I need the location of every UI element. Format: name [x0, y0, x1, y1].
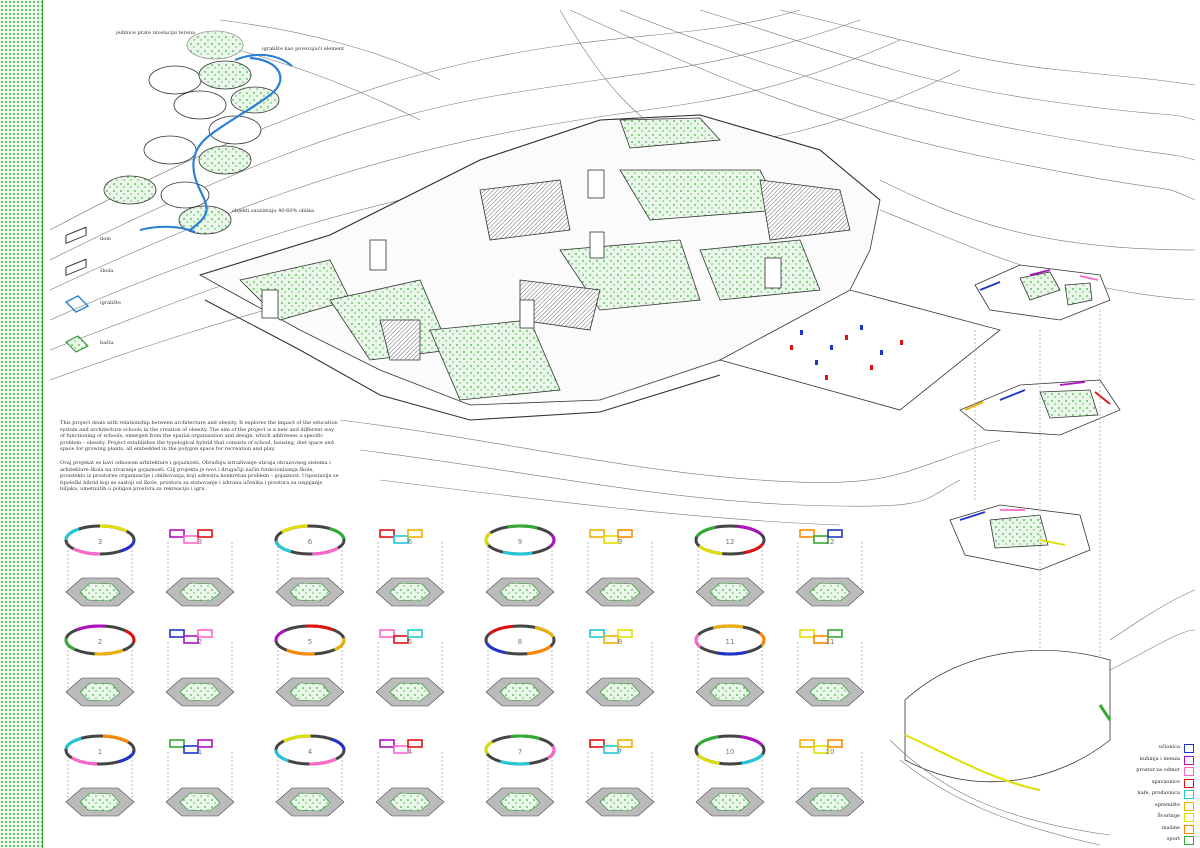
unit-number: 7	[518, 748, 522, 756]
legend-label-dorm: dom	[100, 236, 111, 242]
program-legend-swatch	[1184, 755, 1194, 765]
legend-label-school: škola	[100, 268, 114, 274]
program-legend-swatch	[1184, 801, 1194, 811]
program-legend-swatch	[1184, 744, 1194, 753]
program-legend-label: spremište	[1155, 801, 1180, 808]
unit-number: 7	[618, 748, 622, 756]
program-legend-swatch	[1184, 790, 1194, 799]
main-building-complex	[198, 114, 881, 421]
annotation-playground: igralište kao povezujući element	[262, 46, 345, 52]
unit-number: 10	[726, 748, 735, 756]
unit-diagram-23: 10	[694, 734, 766, 817]
unit-number: 10	[826, 748, 835, 756]
description-serbian: Ovaj projekat se bavi odnosom arhitektur…	[60, 460, 339, 493]
program-legend-label: sport	[1166, 836, 1180, 842]
program-legend-row: mašine	[1118, 824, 1198, 835]
unit-diagram-18: 1	[165, 739, 235, 817]
unit-diagram-20: 4	[375, 739, 445, 817]
unit-number: 9	[618, 538, 622, 546]
program-legend-label: Švoringe	[1157, 813, 1180, 819]
unit-diagram-12: 5	[375, 629, 445, 707]
unit-diagram-13: 8	[484, 624, 556, 707]
unit-diagram-21: 7	[484, 734, 556, 817]
unit-diagram-24: 10	[795, 739, 865, 817]
unit-diagram-7: 12	[694, 524, 766, 607]
unit-number: 4	[308, 748, 313, 756]
program-legend-row: sport	[1118, 835, 1198, 846]
unit-diagram-2: 3	[165, 529, 235, 607]
program-legend-label: učionica	[1158, 744, 1180, 750]
unit-number: 11	[726, 638, 735, 646]
green-dotted-strip	[0, 0, 43, 848]
unit-number: 3	[98, 538, 102, 546]
unit-number: 5	[308, 638, 312, 646]
program-legend-row: prostor za odmor	[1118, 766, 1198, 777]
program-legend-row: Švoringe	[1118, 812, 1198, 823]
unit-number: 4	[408, 748, 413, 756]
unit-number: 1	[98, 748, 102, 756]
unit-number: 5	[408, 638, 412, 646]
unit-number: 11	[826, 638, 835, 646]
annotation-objects: objekti zauzimaju 40-60% oblika	[232, 208, 315, 214]
unit-diagram-22: 7	[585, 739, 655, 817]
description-english: This project deals with relationship bet…	[60, 420, 338, 453]
unit-diagram-14: 8	[585, 629, 655, 707]
program-legend-swatch	[1184, 813, 1194, 822]
unit-number: 8	[618, 638, 622, 646]
legend-label-garden: bašta	[100, 340, 114, 346]
left-legend-icons	[64, 226, 90, 353]
unit-diagram-3: 6	[274, 524, 346, 607]
annotation-terrain-levels: jedinice prate nivelaciju terena	[116, 30, 196, 36]
unit-diagram-19: 4	[274, 734, 346, 817]
program-legend-swatch	[1184, 767, 1194, 776]
exploded-stack-diagram	[904, 264, 1121, 791]
unit-diagram-topleft	[103, 30, 293, 235]
program-legend-swatch	[1184, 836, 1194, 845]
unit-number: 12	[826, 538, 835, 546]
program-legend-label: mašine	[1161, 824, 1180, 831]
unit-diagram-8: 12	[795, 529, 865, 607]
unit-diagram-9: 2	[64, 624, 136, 707]
unit-diagram-15: 11	[694, 624, 766, 707]
program-legend-row: učionica	[1118, 743, 1198, 754]
unit-diagram-16: 11	[795, 629, 865, 707]
program-legend-swatch	[1184, 778, 1194, 788]
unit-number: 3	[198, 538, 202, 546]
program-legend-row: spremište	[1118, 801, 1198, 812]
unit-diagram-5: 9	[484, 524, 556, 607]
unit-number: 2	[198, 638, 202, 646]
unit-number: 6	[408, 538, 413, 546]
program-legend-label: spavaonice	[1151, 778, 1180, 785]
program-legend-label: kuhinja i menza	[1139, 755, 1180, 762]
program-legend-row: kuhinja i menza	[1118, 755, 1198, 766]
program-legend-label: prostor za odmor	[1136, 767, 1180, 773]
legend-label-playground: igralište	[100, 300, 121, 306]
program-legend-swatch	[1184, 824, 1194, 834]
unit-number: 12	[726, 538, 735, 546]
unit-diagram-11: 5	[274, 624, 346, 707]
unit-diagram-4: 6	[375, 529, 445, 607]
unit-number: 6	[308, 538, 313, 546]
unit-diagram-17: 1	[64, 734, 136, 817]
unit-number: 2	[98, 638, 102, 646]
program-legend-row: spavaonice	[1118, 778, 1198, 789]
unit-number: 9	[518, 538, 522, 546]
unit-diagram-1: 3	[64, 524, 136, 607]
sports-field	[718, 289, 1001, 411]
program-legend-label: kafe, prodavnica	[1137, 790, 1180, 796]
unit-number: 8	[518, 638, 522, 646]
unit-diagram-10: 2	[165, 629, 235, 707]
unit-diagram-6: 9	[585, 529, 655, 607]
unit-number: 1	[198, 748, 202, 756]
program-legend-row: kafe, prodavnica	[1118, 789, 1198, 800]
